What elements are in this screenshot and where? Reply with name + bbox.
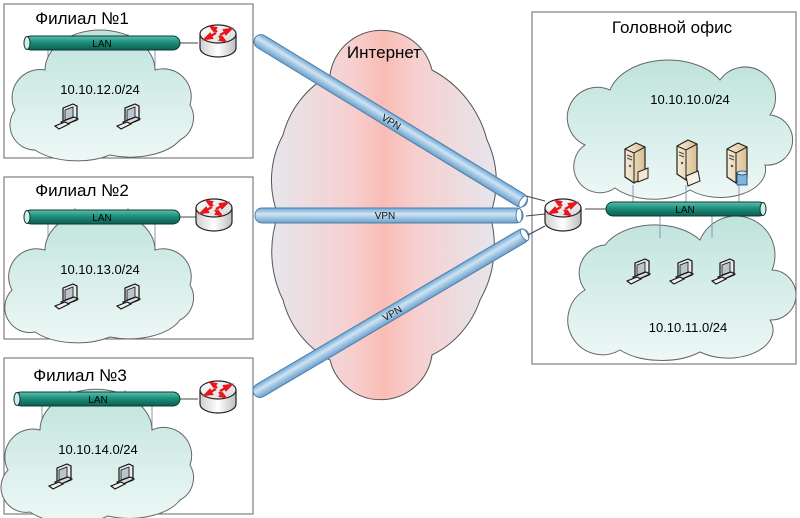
client-subnet: 10.10.11.0/24 (649, 320, 728, 335)
server-subnet: 10.10.10.0/24 (650, 92, 730, 107)
head-office: Головной офис 10.10.10.0/24 LAN 10.10.11… (531, 11, 797, 365)
branch-3: Филиал №3 LAN 10.10.14.0/24 (0, 357, 254, 518)
branch-1-router-icon (198, 23, 238, 59)
internet-label: Интернет (347, 43, 421, 62)
branch-1-subnet-cloud (9, 29, 194, 162)
branch-1-lan-pipe: LAN (23, 35, 181, 51)
head-office-title: Головной офис (612, 18, 733, 37)
database-icon (736, 170, 748, 186)
vpn-tunnel-3: VPN (252, 228, 530, 398)
branch-1-frame (3, 3, 254, 159)
branch-2-router-icon (194, 197, 234, 233)
vpn-tunnel-2: VPN (254, 207, 524, 224)
branch-2-subnet-cloud (4, 209, 194, 344)
branch-1-title: Филиал №1 (35, 9, 129, 28)
branch-2-subnet: 10.10.13.0/24 (60, 262, 140, 277)
branch-1-lan-label: LAN (92, 39, 111, 50)
branch-1: Филиал №1 LAN 10.10.12.0/24 (3, 3, 254, 162)
branch-3-router-icon (198, 379, 238, 415)
vpn-label: VPN (375, 211, 396, 222)
head-office-lan-pipe: LAN (605, 201, 767, 217)
branch-2: Филиал №2 LAN 10.10.13.0/24 (3, 176, 254, 344)
branch-2-title: Филиал №2 (35, 181, 129, 200)
branch-3-lan-pipe: LAN (13, 391, 181, 407)
branch-3-title: Филиал №3 (33, 366, 127, 385)
branch-2-lan-label: LAN (92, 213, 111, 224)
head-office-router-icon (543, 197, 583, 233)
branch-1-subnet: 10.10.12.0/24 (60, 82, 140, 97)
branch-3-subnet: 10.10.14.0/24 (58, 442, 138, 457)
head-office-lan-label: LAN (675, 205, 694, 216)
client-subnet-cloud (567, 215, 797, 361)
branch-3-lan-label: LAN (88, 395, 107, 406)
server-subnet-cloud (566, 59, 794, 200)
branch-2-lan-pipe: LAN (23, 209, 181, 225)
head-office-frame (531, 11, 797, 365)
